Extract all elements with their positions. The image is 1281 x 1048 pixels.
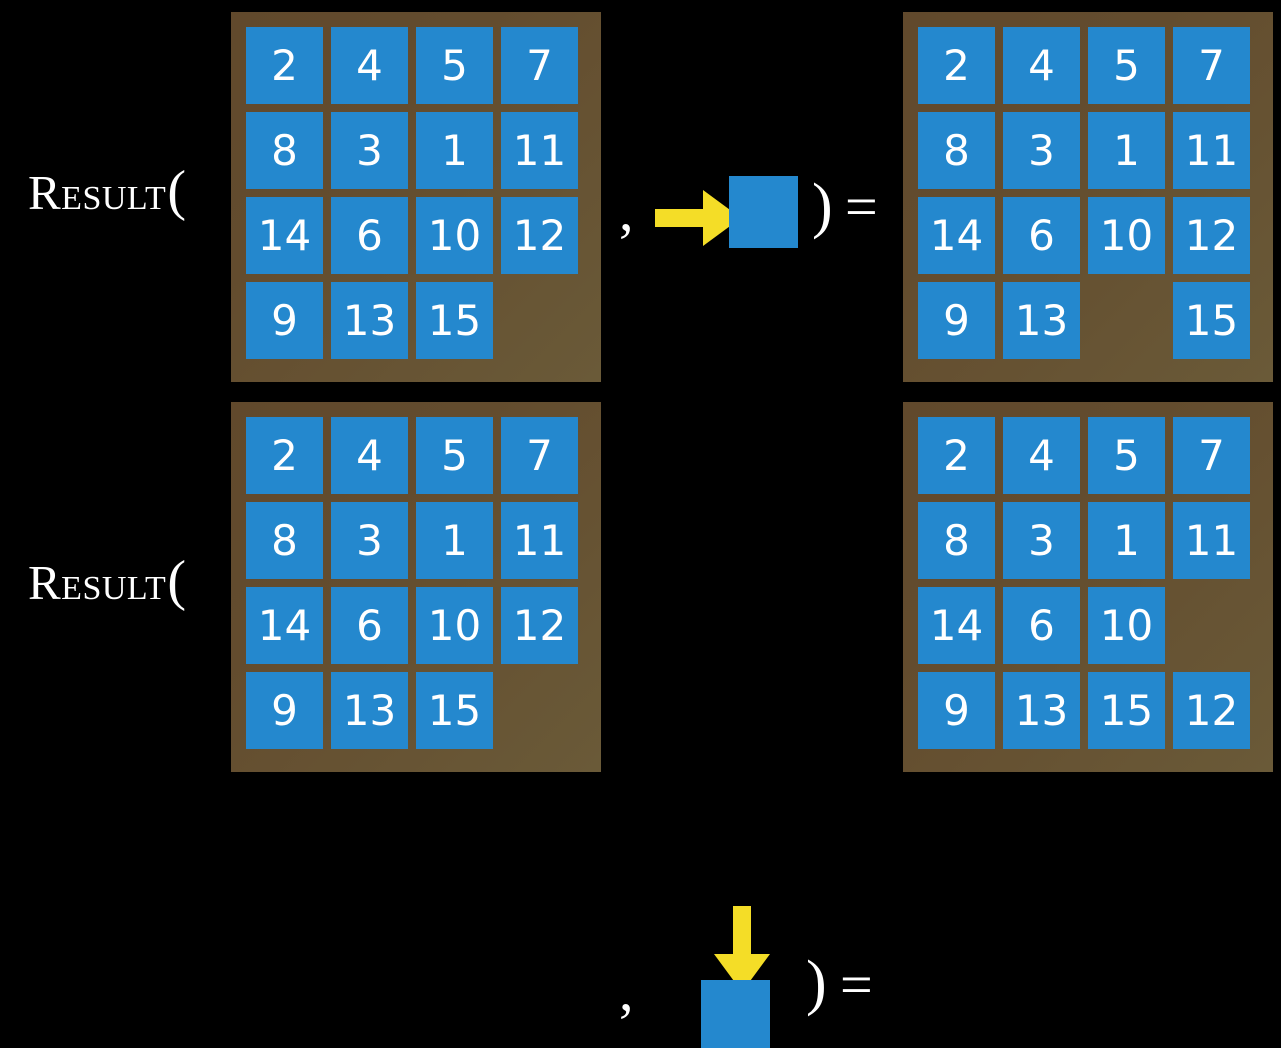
- input-board-row-0-tile[interactable]: 13: [331, 282, 408, 359]
- open-paren-row-1: (: [167, 550, 187, 612]
- input-board-row-1-blank-cell: [501, 672, 578, 749]
- output-board-row-0-tile[interactable]: 10: [1088, 197, 1165, 274]
- close-paren-row-0: ): [812, 172, 833, 240]
- output-board-row-1-tile[interactable]: 11: [1173, 502, 1250, 579]
- output-board-row-0-tile[interactable]: 15: [1173, 282, 1250, 359]
- input-board-row-1-tile[interactable]: 1: [416, 502, 493, 579]
- output-board-row-1-blank-cell: [1173, 587, 1250, 664]
- input-board-row-0-tile[interactable]: 4: [331, 27, 408, 104]
- open-paren-row-0: (: [167, 160, 187, 222]
- output-board-row-1-tile[interactable]: 14: [918, 587, 995, 664]
- result-label-row-0: Result(: [28, 163, 187, 227]
- input-board-row-1-tile[interactable]: 14: [246, 587, 323, 664]
- equals-sign-row-1: =: [840, 952, 873, 1017]
- input-board-row-0-tile[interactable]: 5: [416, 27, 493, 104]
- output-board-row-0-tile[interactable]: 12: [1173, 197, 1250, 274]
- input-board-row-0-tile[interactable]: 6: [331, 197, 408, 274]
- comma-separator-row-1: ,: [619, 958, 634, 1023]
- input-board-row-0-tile[interactable]: 14: [246, 197, 323, 274]
- output-board-row-1-tile[interactable]: 3: [1003, 502, 1080, 579]
- output-board-row-1-tile[interactable]: 15: [1088, 672, 1165, 749]
- output-board-row-0-tile[interactable]: 11: [1173, 112, 1250, 189]
- input-board-row-0-blank-cell: [501, 282, 578, 359]
- input-board-row-0-tile[interactable]: 12: [501, 197, 578, 274]
- input-board-row-1-tile[interactable]: 6: [331, 587, 408, 664]
- input-board-row-0-tile[interactable]: 11: [501, 112, 578, 189]
- input-board-row-1-tile[interactable]: 3: [331, 502, 408, 579]
- input-board-row-0-tile[interactable]: 15: [416, 282, 493, 359]
- input-board-row-1-tile[interactable]: 7: [501, 417, 578, 494]
- output-board-row-1-tile[interactable]: 9: [918, 672, 995, 749]
- output-board-row-1-tile[interactable]: 2: [918, 417, 995, 494]
- input-board-row-1-tile[interactable]: 13: [331, 672, 408, 749]
- arrow-right-icon: [655, 190, 741, 246]
- input-board-row-1-tile[interactable]: 4: [331, 417, 408, 494]
- input-board-row-1-tile[interactable]: 9: [246, 672, 323, 749]
- input-board-row-1-tile[interactable]: 12: [501, 587, 578, 664]
- comma-separator-row-0: ,: [619, 178, 634, 243]
- output-board-row-0-tile[interactable]: 9: [918, 282, 995, 359]
- output-board-row-0-tile[interactable]: 7: [1173, 27, 1250, 104]
- input-board-row-1-tile[interactable]: 2: [246, 417, 323, 494]
- result-word-row-0: Result: [28, 165, 167, 220]
- input-board-row-1-tile[interactable]: 5: [416, 417, 493, 494]
- output-board-row-0-tile[interactable]: 4: [1003, 27, 1080, 104]
- output-board-row-1-tile[interactable]: 13: [1003, 672, 1080, 749]
- output-board-row-0-tile[interactable]: 3: [1003, 112, 1080, 189]
- output-board-row-0-blank-cell: [1088, 282, 1165, 359]
- output-board-row-0-tile[interactable]: 8: [918, 112, 995, 189]
- input-board-row-1-tile[interactable]: 10: [416, 587, 493, 664]
- output-board-row-0-tile[interactable]: 5: [1088, 27, 1165, 104]
- input-board-row-1-tile[interactable]: 8: [246, 502, 323, 579]
- output-board-row-1-tile[interactable]: 4: [1003, 417, 1080, 494]
- output-board-row-0-tile[interactable]: 6: [1003, 197, 1080, 274]
- input-board-row-0-tile[interactable]: 8: [246, 112, 323, 189]
- output-board-row-1-tile[interactable]: 1: [1088, 502, 1165, 579]
- output-board-row-0-tile[interactable]: 13: [1003, 282, 1080, 359]
- input-board-row-0-tile[interactable]: 7: [501, 27, 578, 104]
- close-paren-row-1: ): [806, 949, 827, 1017]
- result-word-row-1: Result: [28, 555, 167, 610]
- output-board-row-0-tile[interactable]: 1: [1088, 112, 1165, 189]
- output-board-row-1-tile[interactable]: 7: [1173, 417, 1250, 494]
- output-board-row-1-tile[interactable]: 5: [1088, 417, 1165, 494]
- output-board-row-1-tile[interactable]: 6: [1003, 587, 1080, 664]
- equals-sign-row-0: =: [845, 174, 878, 239]
- output-board-row-0-tile[interactable]: 14: [918, 197, 995, 274]
- input-board-row-1-tile[interactable]: 15: [416, 672, 493, 749]
- blank-tile-icon-row-0: [729, 176, 798, 248]
- input-board-row-1-tile[interactable]: 11: [501, 502, 578, 579]
- result-label-row-1: Result(: [28, 553, 187, 617]
- input-board-row-0-tile[interactable]: 1: [416, 112, 493, 189]
- output-board-row-0-tile[interactable]: 2: [918, 27, 995, 104]
- input-board-row-0-tile[interactable]: 10: [416, 197, 493, 274]
- output-board-row-1-tile[interactable]: 12: [1173, 672, 1250, 749]
- input-board-row-0-tile[interactable]: 9: [246, 282, 323, 359]
- output-board-row-1-tile[interactable]: 10: [1088, 587, 1165, 664]
- input-board-row-0-tile[interactable]: 3: [331, 112, 408, 189]
- input-board-row-0-tile[interactable]: 2: [246, 27, 323, 104]
- blank-tile-icon-row-1: [701, 980, 770, 1048]
- output-board-row-1-tile[interactable]: 8: [918, 502, 995, 579]
